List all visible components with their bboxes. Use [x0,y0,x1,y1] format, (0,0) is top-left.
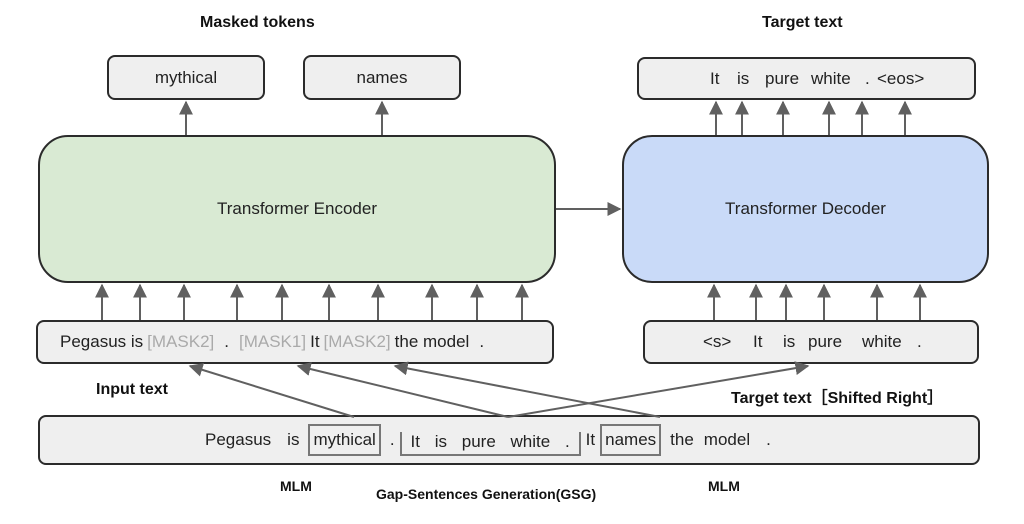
source-word: . [389,430,395,449]
source-word: It [585,430,596,449]
source-sentence: Pegasus is mythical . It is pure white .… [200,424,776,456]
masked-token-text: names [356,67,408,87]
masked-token-box-mythical: mythical [107,55,265,100]
input-segment: . [479,332,485,351]
mask-token: [MASK2] [323,332,391,351]
input-segment: It [310,332,320,351]
encoder-input-box: Pegasus is [MASK2] . [MASK1] It [MASK2] … [36,320,554,364]
mlm-masked-word-2: names [600,424,662,456]
mask-token: [MASK2] [147,332,215,351]
gsg-word: pure [461,432,496,451]
decoder-input-box: <s> It is pure white . [643,320,979,364]
decoder-input-token: <s> [703,332,732,351]
output-token: pure [765,68,800,88]
decoder-label: Transformer Decoder [725,199,886,218]
source-to-mask2-arrow [188,363,355,418]
encoder-label: Transformer Encoder [217,199,377,218]
source-word: is [287,430,300,449]
transformer-encoder: Transformer Encoder [38,135,556,283]
input-segment: the model [394,332,470,351]
decoder-input-token: white [862,332,902,351]
gsg-word: white [510,432,551,451]
output-token: is [737,68,750,88]
mlm-masked-word-1: mythical [308,424,381,456]
input-text-label: Input text [96,381,168,398]
source-to-decoder-input-arrow [507,361,810,418]
source-word: model [703,430,751,449]
target-shifted-label: Target text［Shifted Right］ [731,390,944,407]
masked-token-text: mythical [154,67,218,87]
output-token: <eos> [877,68,925,88]
decoder-output-box: It is pure white . <eos> [637,57,976,100]
output-token: It [710,68,720,88]
gsg-masked-sentence: It is pure white . [399,432,581,456]
mlm-label-left: MLM [280,478,312,494]
gsg-word: It [410,432,420,451]
gsg-word: . [564,432,570,451]
mask-token: [MASK1] [239,332,307,351]
source-word: . [766,430,771,449]
mlm-label-right: MLM [708,478,740,494]
decoder-input-token: . [917,332,922,351]
gsg-word: is [434,432,448,451]
masked-token-box-names: names [303,55,461,100]
target-text-title: Target text [762,14,843,31]
decoder-input-token: pure [808,332,843,351]
decoder-input-token: It [753,332,763,351]
gsg-label: Gap-Sentences Generation(GSG) [376,486,597,502]
source-word: Pegasus [205,430,272,449]
source-to-mask2b-arrow [393,361,661,418]
transformer-decoder: Transformer Decoder [622,135,989,283]
output-token: . [865,68,870,88]
input-segment: . [224,332,229,351]
output-token: white [811,68,851,88]
decoder-input-token: is [783,332,796,351]
source-to-mask1-arrow [296,362,509,418]
input-segment: Pegasus is [60,332,144,351]
source-word: the [670,430,694,449]
source-sentence-box: Pegasus is mythical . It is pure white .… [38,415,980,465]
masked-tokens-title: Masked tokens [200,14,315,31]
